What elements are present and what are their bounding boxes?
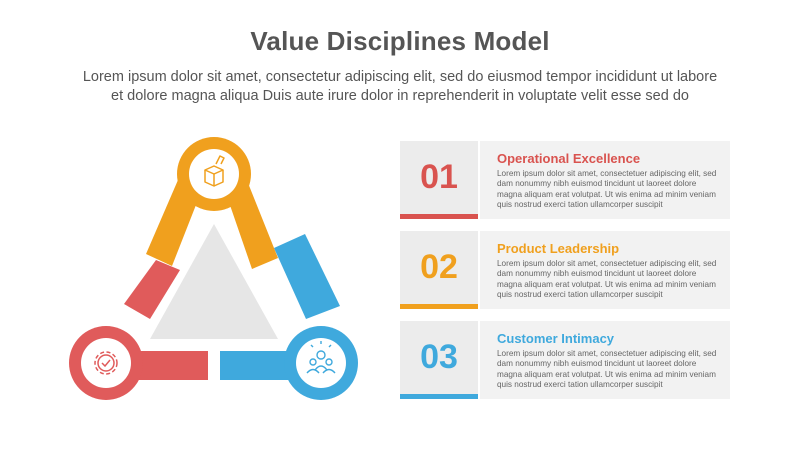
gear-check-icon: [94, 351, 118, 375]
description-line: magna aliquam erat volutpat. Ut wis enim…: [497, 279, 716, 289]
item-body: Customer Intimacy Lorem ipsum dolor sit …: [480, 321, 730, 399]
description-line: dam nonummy nibh euismod tincidunt ut la…: [497, 359, 697, 369]
description-line: dam nonummy nibh euismod tincidunt ut la…: [497, 269, 697, 279]
color-bar: [400, 304, 478, 309]
item-title: Product Leadership: [497, 241, 620, 256]
number-box: [400, 141, 478, 214]
list-item: 03 Customer Intimacy Lorem ipsum dolor s…: [400, 321, 730, 399]
description-line: quis nostrud exerci tation ullamcorper s…: [497, 380, 663, 390]
description-line: magna aliquam erat volutpat. Ut wis enim…: [497, 189, 716, 199]
description-line: Lorem ipsum dolor sit amet, consectetuer…: [497, 349, 717, 358]
list-item: 01 Operational Excellence Lorem ipsum do…: [400, 141, 730, 219]
item-number: 03: [420, 338, 458, 376]
item-body: Operational Excellence Lorem ipsum dolor…: [480, 141, 730, 219]
item-number: 01: [420, 158, 458, 196]
description-line: magna aliquam erat volutpat. Ut wis enim…: [497, 369, 716, 379]
description-line: quis nostrud exerci tation ullamcorper s…: [497, 290, 663, 300]
item-body: Product Leadership Lorem ipsum dolor sit…: [480, 231, 730, 309]
triangle-cycle-diagram: [69, 137, 358, 400]
node-bottom-left: [69, 326, 143, 400]
description-line: dam nonummy nibh euismod tincidunt ut la…: [497, 179, 697, 189]
center-triangle: [150, 224, 278, 339]
number-box: [400, 321, 478, 394]
item-description: Lorem ipsum dolor sit amet, consectetuer…: [497, 169, 723, 211]
list-item: 02 Product Leadership Lorem ipsum dolor …: [400, 231, 730, 309]
node-bottom-right: [284, 326, 358, 400]
number-box: [400, 231, 478, 304]
item-title: Operational Excellence: [497, 151, 641, 166]
description-line: Lorem ipsum dolor sit amet, consectetuer…: [497, 169, 717, 178]
page-title: Value Disciplines Model: [250, 26, 550, 56]
color-bar: [400, 394, 478, 399]
subtitle-line-1: Lorem ipsum dolor sit amet, consectetur …: [82, 69, 718, 85]
node-top: [177, 137, 251, 211]
item-description: Lorem ipsum dolor sit amet, consectetuer…: [497, 349, 723, 391]
item-number: 02: [420, 248, 458, 286]
description-line: Lorem ipsum dolor sit amet, consectetuer…: [497, 259, 717, 268]
package-hand-icon: [204, 155, 225, 187]
item-description: Lorem ipsum dolor sit amet, consectetuer…: [497, 259, 723, 301]
item-title: Customer Intimacy: [497, 331, 615, 346]
color-bar: [400, 214, 478, 219]
description-line: quis nostrud exerci tation ullamcorper s…: [497, 200, 663, 210]
item-list: 01 Operational Excellence Lorem ipsum do…: [400, 141, 730, 411]
team-idea-icon: [306, 341, 336, 374]
subtitle-line-2: et dolore magna aliqua Duis aute irure d…: [111, 88, 689, 104]
page-subtitle: Lorem ipsum dolor sit amet, consectetur …: [20, 68, 780, 106]
